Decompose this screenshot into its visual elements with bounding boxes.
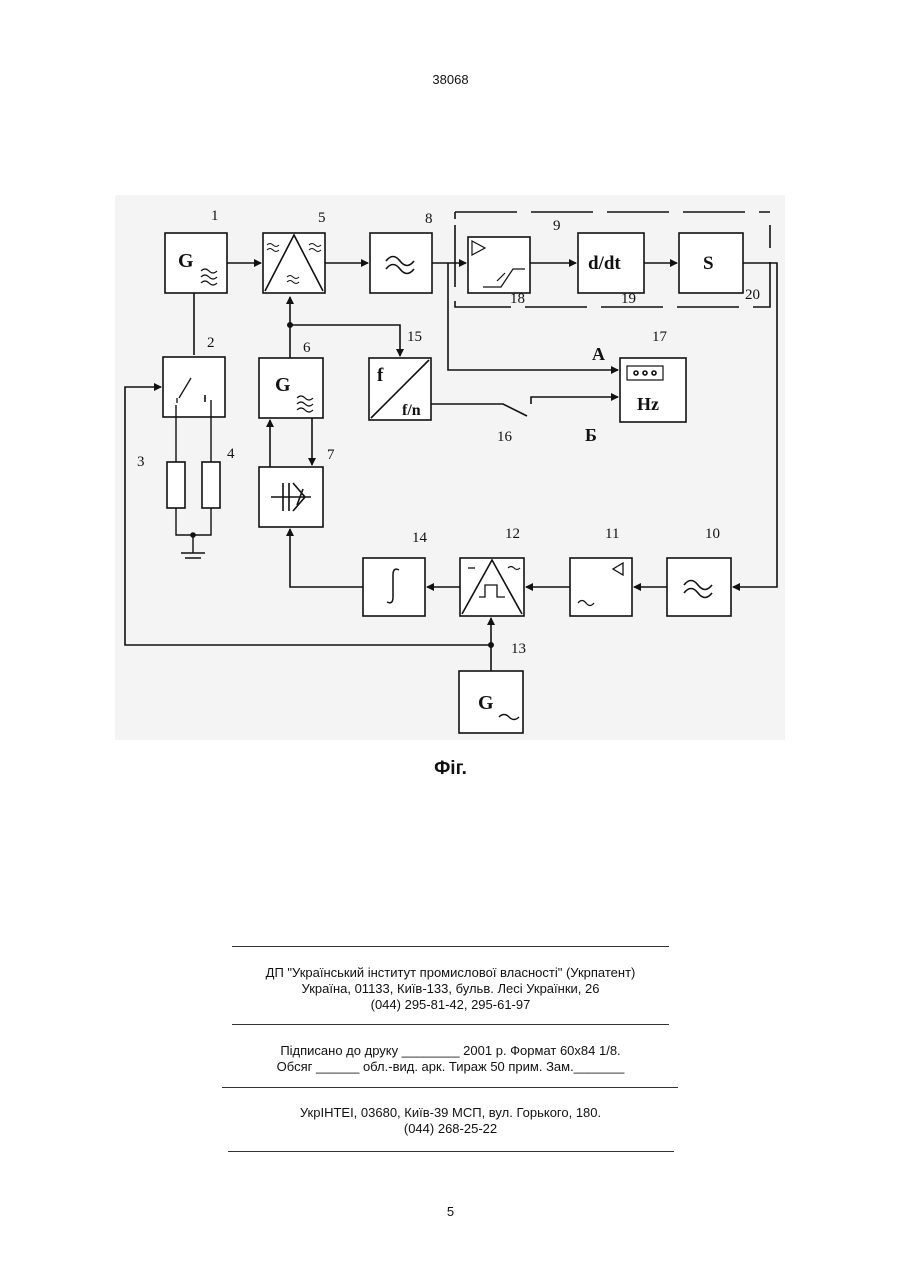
patent-number: 38068 bbox=[0, 72, 901, 87]
mixer-block-5 bbox=[263, 233, 325, 293]
imprint-org-line3: (044) 295-81-42, 295-61-97 bbox=[0, 997, 901, 1013]
diff-label: d/dt bbox=[588, 253, 621, 274]
num-16: 16 bbox=[497, 429, 513, 445]
num-4: 4 bbox=[227, 446, 235, 462]
page-number: 5 bbox=[0, 1204, 901, 1219]
num-6: 6 bbox=[303, 340, 311, 356]
switch-block-2 bbox=[163, 357, 225, 417]
num-9: 9 bbox=[553, 218, 561, 234]
block-diagram-figure: G d/dt S bbox=[115, 195, 785, 740]
num-15: 15 bbox=[407, 329, 422, 345]
g6-label: G bbox=[275, 374, 291, 396]
resistor-3 bbox=[167, 462, 185, 508]
num-2: 2 bbox=[207, 335, 215, 351]
g1-label: G bbox=[178, 250, 194, 272]
integrator-block-14 bbox=[363, 558, 425, 616]
imprint-org-line1: ДП "Український інститут промислової вла… bbox=[0, 965, 901, 981]
switch-position-b: Б bbox=[585, 425, 597, 445]
num-14: 14 bbox=[412, 530, 428, 546]
imprint-print-line2: (044) 268-25-22 bbox=[0, 1121, 901, 1137]
filter-block-10 bbox=[667, 558, 731, 616]
num-18: 18 bbox=[510, 291, 525, 307]
num-19: 19 bbox=[621, 291, 636, 307]
switch-position-a: А bbox=[592, 344, 605, 364]
divider-line bbox=[228, 1151, 674, 1152]
generator-block-6 bbox=[259, 358, 323, 418]
divider-bottom-label: f/n bbox=[402, 402, 421, 419]
num-8: 8 bbox=[425, 211, 433, 227]
figure-caption: Фіг. bbox=[0, 758, 901, 780]
num-3: 3 bbox=[137, 454, 145, 470]
imprint-sign-line1: Підписано до друку ________ 2001 р. Форм… bbox=[0, 1043, 901, 1059]
divider-line bbox=[222, 1087, 678, 1088]
phase-detector-block-12 bbox=[460, 558, 524, 616]
freq-meter-label: Hz bbox=[637, 394, 659, 414]
filter-block-8 bbox=[370, 233, 432, 293]
num-20: 20 bbox=[745, 287, 760, 303]
num-13: 13 bbox=[511, 641, 526, 657]
num-10: 10 bbox=[705, 526, 720, 542]
resistor-4 bbox=[202, 462, 220, 508]
imprint-print-line1: УкрІНТЕІ, 03680, Київ-39 МСП, вул. Горьк… bbox=[0, 1105, 901, 1121]
varicap-block-7 bbox=[259, 467, 323, 527]
sum-label: S bbox=[703, 253, 714, 274]
num-17: 17 bbox=[652, 329, 668, 345]
num-7: 7 bbox=[327, 447, 335, 463]
imprint-org-line2: Україна, 01133, Київ-133, бульв. Лесі Ук… bbox=[0, 981, 901, 997]
amplitude-block-11 bbox=[570, 558, 632, 616]
divider-line bbox=[232, 946, 669, 947]
num-11: 11 bbox=[605, 526, 619, 542]
generator-block-1 bbox=[165, 233, 227, 293]
num-12: 12 bbox=[505, 526, 520, 542]
divider-top-label: f bbox=[377, 365, 384, 386]
divider-line bbox=[232, 1024, 669, 1025]
g13-label: G bbox=[478, 692, 494, 714]
num-1: 1 bbox=[211, 208, 219, 224]
imprint-sign-line2: Обсяг ______ обл.-вид. арк. Тираж 50 при… bbox=[0, 1059, 901, 1075]
num-5: 5 bbox=[318, 210, 326, 226]
limiter-block-18 bbox=[468, 237, 530, 293]
